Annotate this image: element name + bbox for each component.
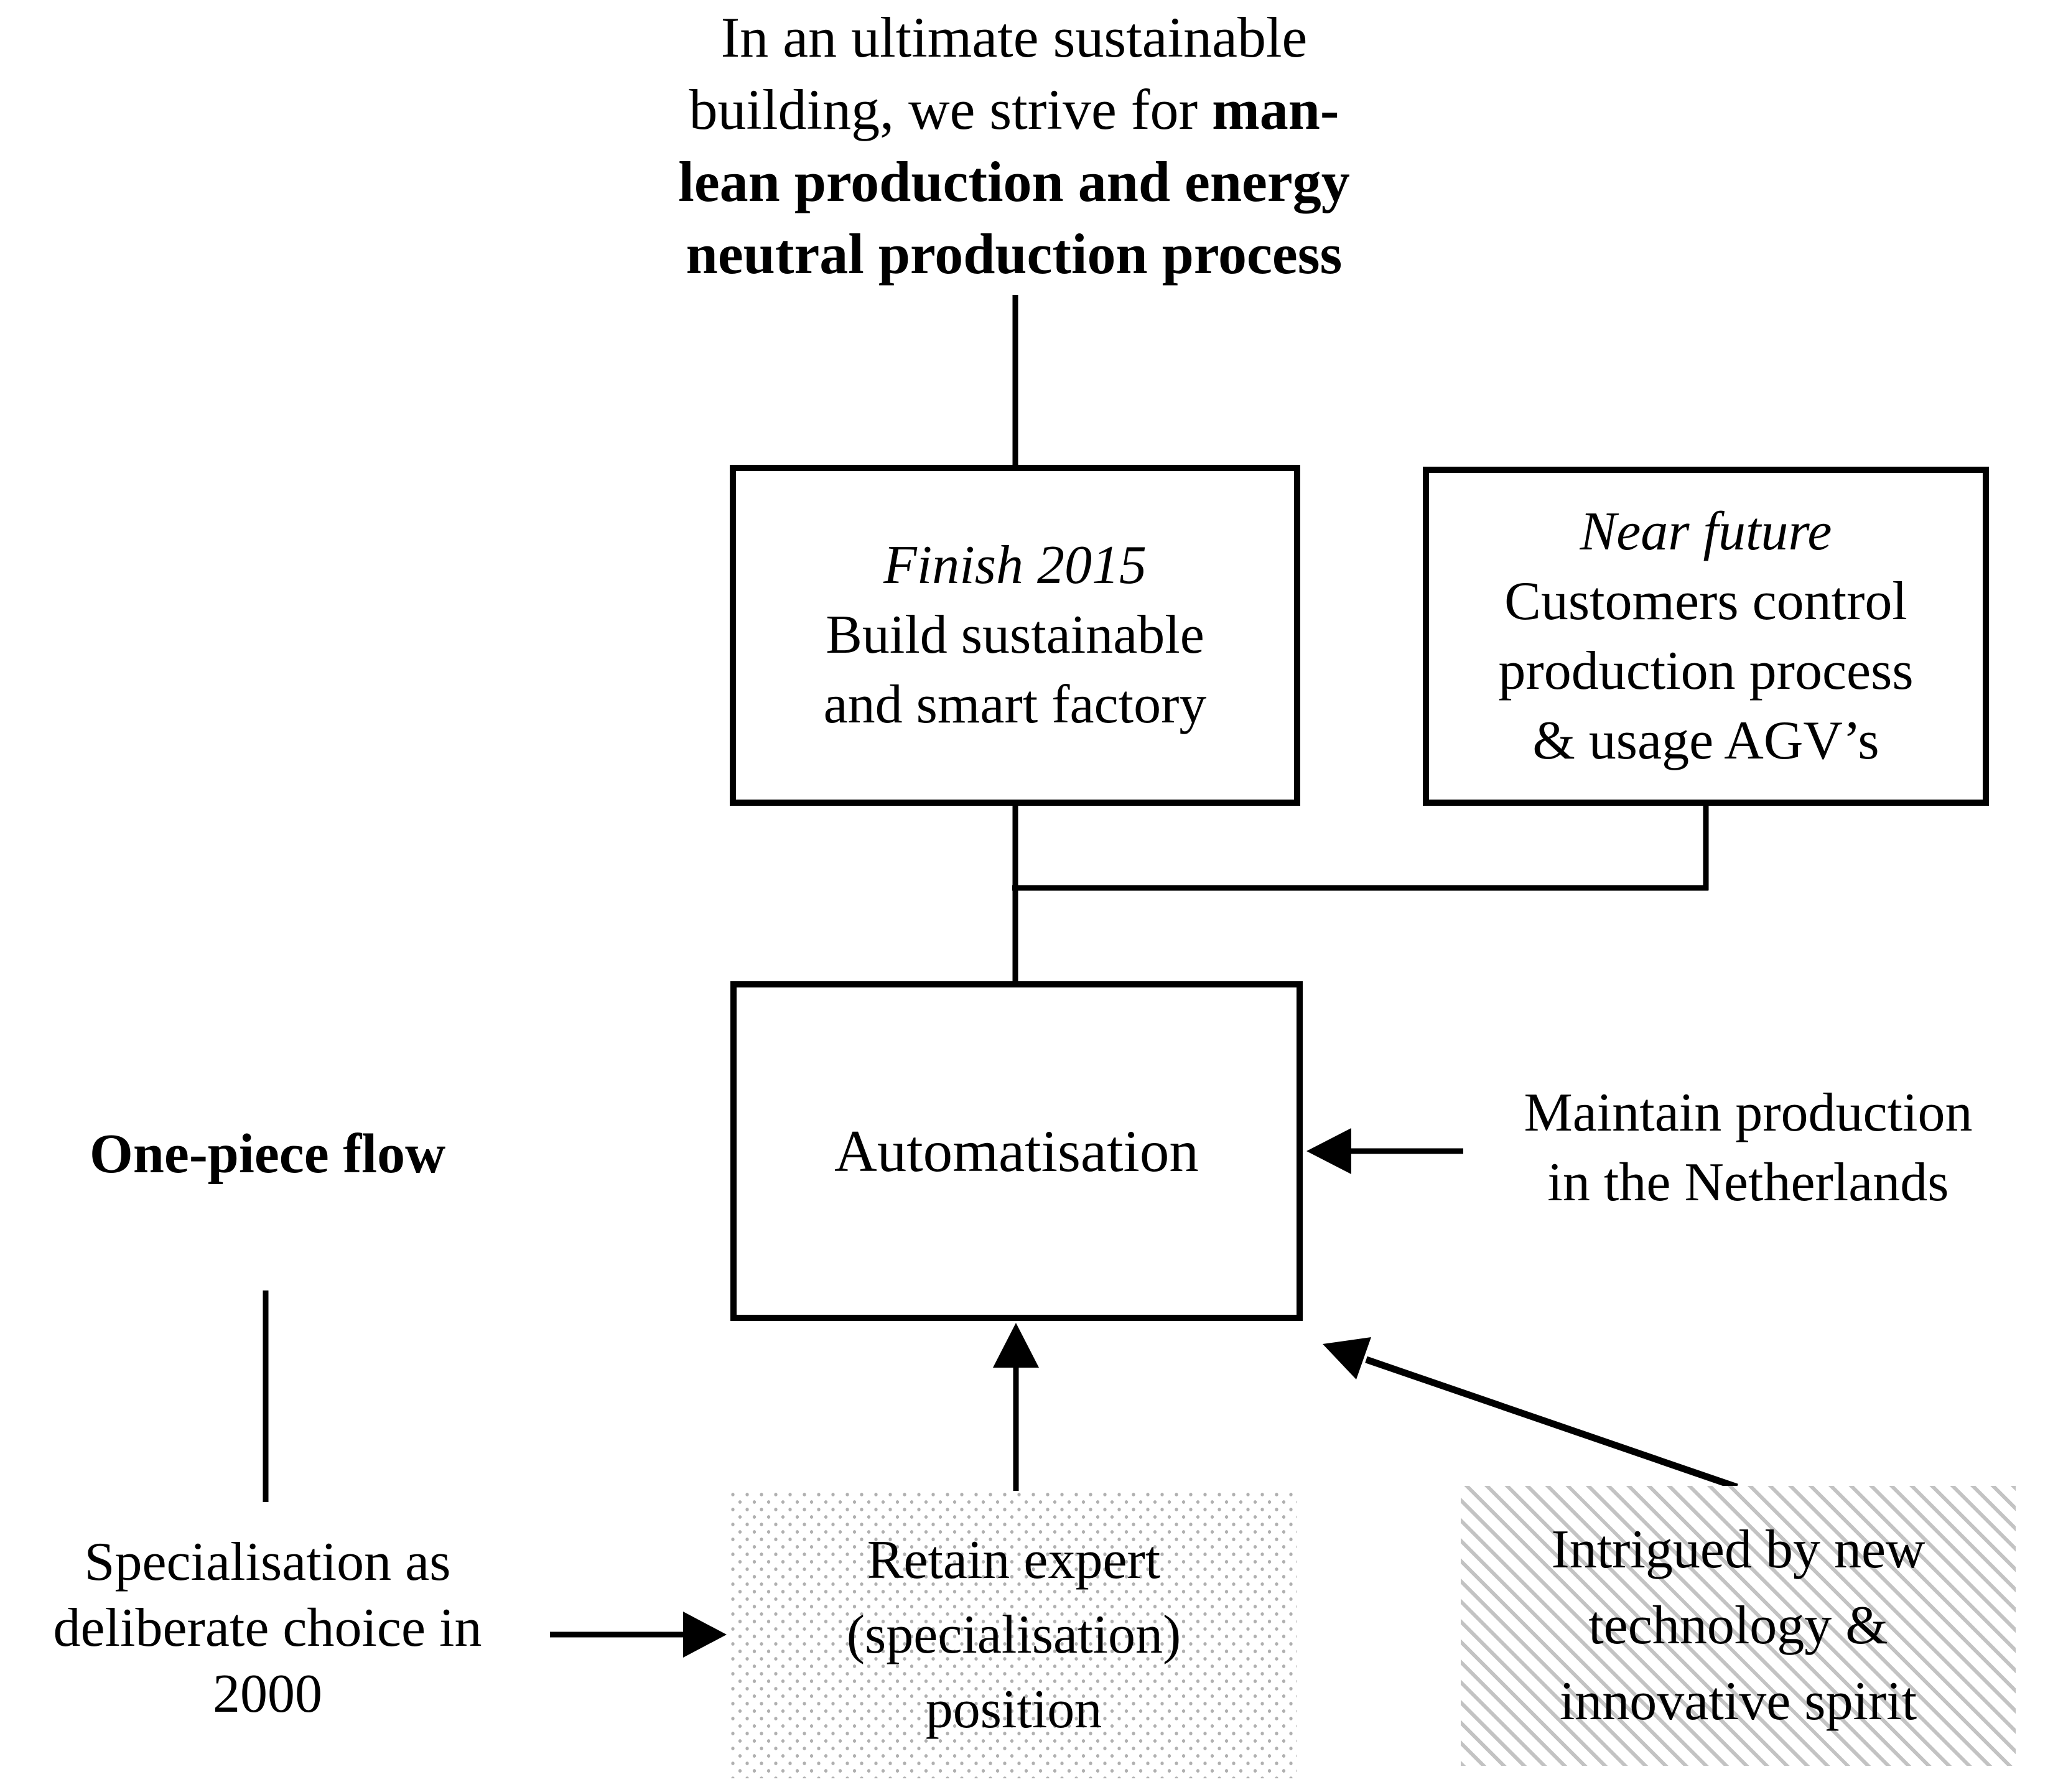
vision-line-1: In an ultimate sustainable [720,6,1308,69]
near-future-heading: Near future [1580,501,1832,562]
near-future-line-1: Customers control [1504,571,1907,632]
retain-expert-line-1: Retain expert [867,1530,1161,1590]
intrigued-arrow-head [1323,1337,1371,1379]
finish-2015-line-1: Build sustainable [826,605,1204,665]
vision-line-4: neutral production process [686,222,1343,286]
intrigued-line-3: innovative spirit [1559,1671,1917,1732]
retain-arrow-head [993,1323,1039,1368]
near-future-box: Near future Customers control production… [1423,467,1989,806]
near-future-line-3: & usage AGV’s [1532,710,1879,771]
specialisation-line-3: 2000 [213,1664,322,1724]
retain-expert-line-2: (specialisation) [846,1605,1181,1665]
intrigued-line-2: technology & [1588,1595,1888,1656]
retain-expert-box: Retain expert (specialisation) position [730,1492,1297,1778]
near-future-line-2: production process [1498,640,1914,701]
specialisation-line-2: deliberate choice in [53,1598,482,1658]
intrigued-arrow-shaft [1365,1356,1738,1491]
finish-2015-box: Finish 2015 Build sustainable and smart … [730,465,1300,806]
vision-statement: In an ultimate sustainable building, we … [516,1,1512,290]
vision-line-3: lean production and energy [678,150,1350,213]
vision-line-2: building, we strive for man- [689,78,1339,141]
specialisation-arrow-head [683,1612,727,1658]
intrigued-line-1: Intrigued by new [1551,1519,1925,1580]
specialisation-label: Specialisation as deliberate choice in 2… [0,1529,535,1727]
maintain-production-line-1: Maintain production [1524,1083,1973,1143]
intrigued-box: Intrigued by new technology & innovative… [1461,1486,2016,1766]
automatisation-box: Automatisation [730,981,1303,1321]
finish-2015-line-2: and smart factory [823,674,1207,735]
maintain-arrow-head [1306,1128,1351,1174]
maintain-production-label: Maintain production in the Netherlands [1450,1078,2047,1218]
retain-expert-line-3: position [925,1679,1102,1740]
one-piece-flow-label: One-piece flow [89,1123,446,1185]
maintain-production-line-2: in the Netherlands [1547,1152,1949,1213]
automatisation-label: Automatisation [834,1118,1199,1184]
specialisation-line-1: Specialisation as [84,1532,451,1592]
finish-2015-heading: Finish 2015 [883,535,1147,595]
